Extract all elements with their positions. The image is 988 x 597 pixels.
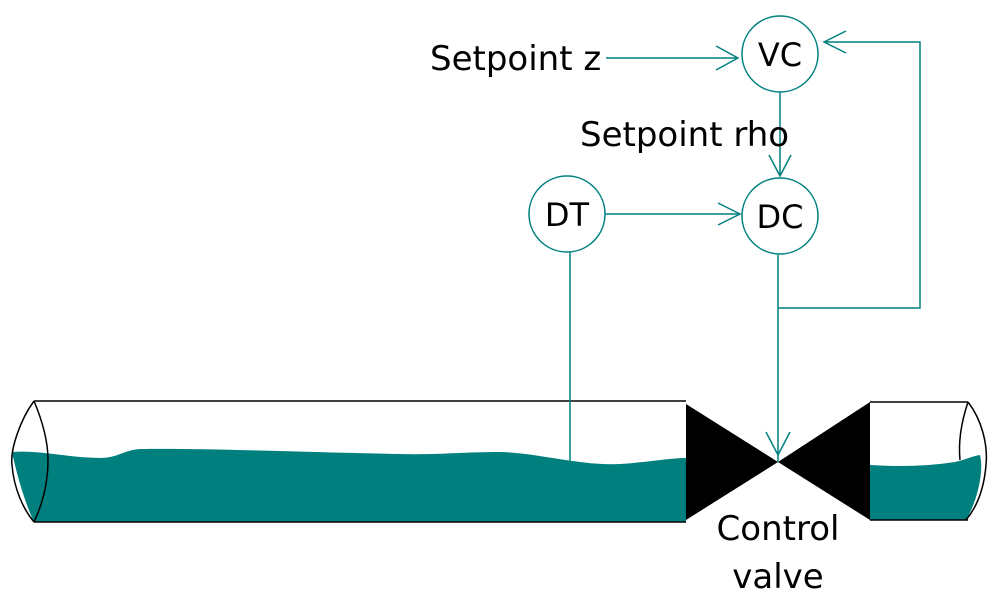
right-pipe-end-cap bbox=[965, 401, 988, 521]
dc-label: DC bbox=[757, 198, 804, 236]
dt-to-dc-arrowhead bbox=[717, 202, 742, 226]
dc-to-valve-arrowhead bbox=[765, 431, 791, 457]
left-pipe-liquid bbox=[12, 448, 686, 522]
dt-circle bbox=[528, 175, 606, 253]
dc-circle bbox=[741, 177, 819, 255]
right-pipe bbox=[870, 401, 988, 521]
control-valve-label-line1: Control bbox=[717, 509, 840, 549]
control-valve-label-line2: valve bbox=[732, 557, 823, 597]
vc-to-dc-arrowhead bbox=[768, 154, 792, 178]
node-vc: VC bbox=[741, 15, 819, 93]
control-valve bbox=[686, 402, 870, 520]
dt-label: DT bbox=[545, 196, 590, 234]
signal-lines bbox=[569, 30, 921, 462]
left-pipe-end-cap bbox=[11, 400, 35, 523]
setpoint-z-label: Setpoint z bbox=[430, 39, 601, 79]
node-dc: DC bbox=[741, 177, 819, 255]
valve-right-triangle bbox=[778, 402, 870, 520]
feedback-loop-line bbox=[778, 41, 921, 309]
left-pipe-cap-liquid bbox=[12, 452, 49, 522]
vc-label: VC bbox=[758, 36, 802, 74]
setpoint-rho-label: Setpoint rho bbox=[580, 115, 789, 155]
left-pipe bbox=[11, 400, 686, 523]
feedback-loop-arrowhead bbox=[822, 30, 847, 54]
vc-circle bbox=[741, 15, 819, 93]
node-dt: DT bbox=[528, 175, 606, 253]
valve-left-triangle bbox=[686, 404, 778, 520]
right-pipe-liquid bbox=[870, 455, 982, 520]
setpoint-z-arrowhead bbox=[715, 45, 740, 71]
right-pipe-end-cap-inner bbox=[958, 401, 969, 461]
left-pipe-end-cap-inner bbox=[33, 400, 49, 523]
